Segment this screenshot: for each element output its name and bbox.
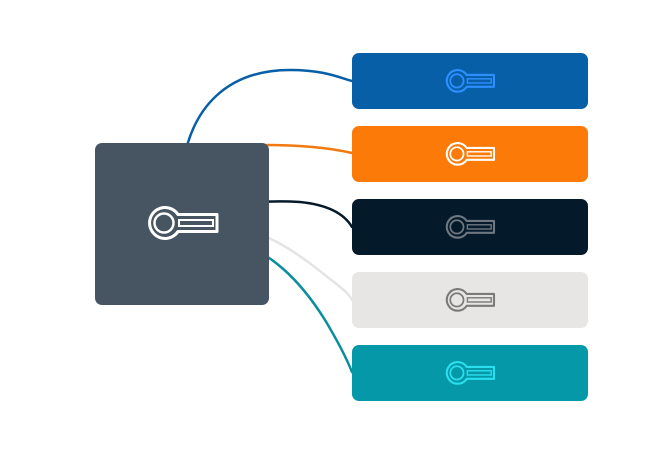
- target-box-teal: [352, 345, 588, 401]
- connector-line-blue: [178, 68, 354, 204]
- key-icon: [445, 142, 496, 166]
- source-box: [95, 143, 269, 305]
- key-icon: [148, 205, 219, 240]
- key-icon: [445, 215, 496, 239]
- key-icon: [445, 288, 496, 312]
- target-box-blue: [352, 53, 588, 109]
- target-box-orange: [352, 126, 588, 182]
- key-icon: [445, 361, 496, 385]
- target-box-light: [352, 272, 588, 328]
- key-icon: [445, 69, 496, 93]
- target-box-navy: [352, 199, 588, 255]
